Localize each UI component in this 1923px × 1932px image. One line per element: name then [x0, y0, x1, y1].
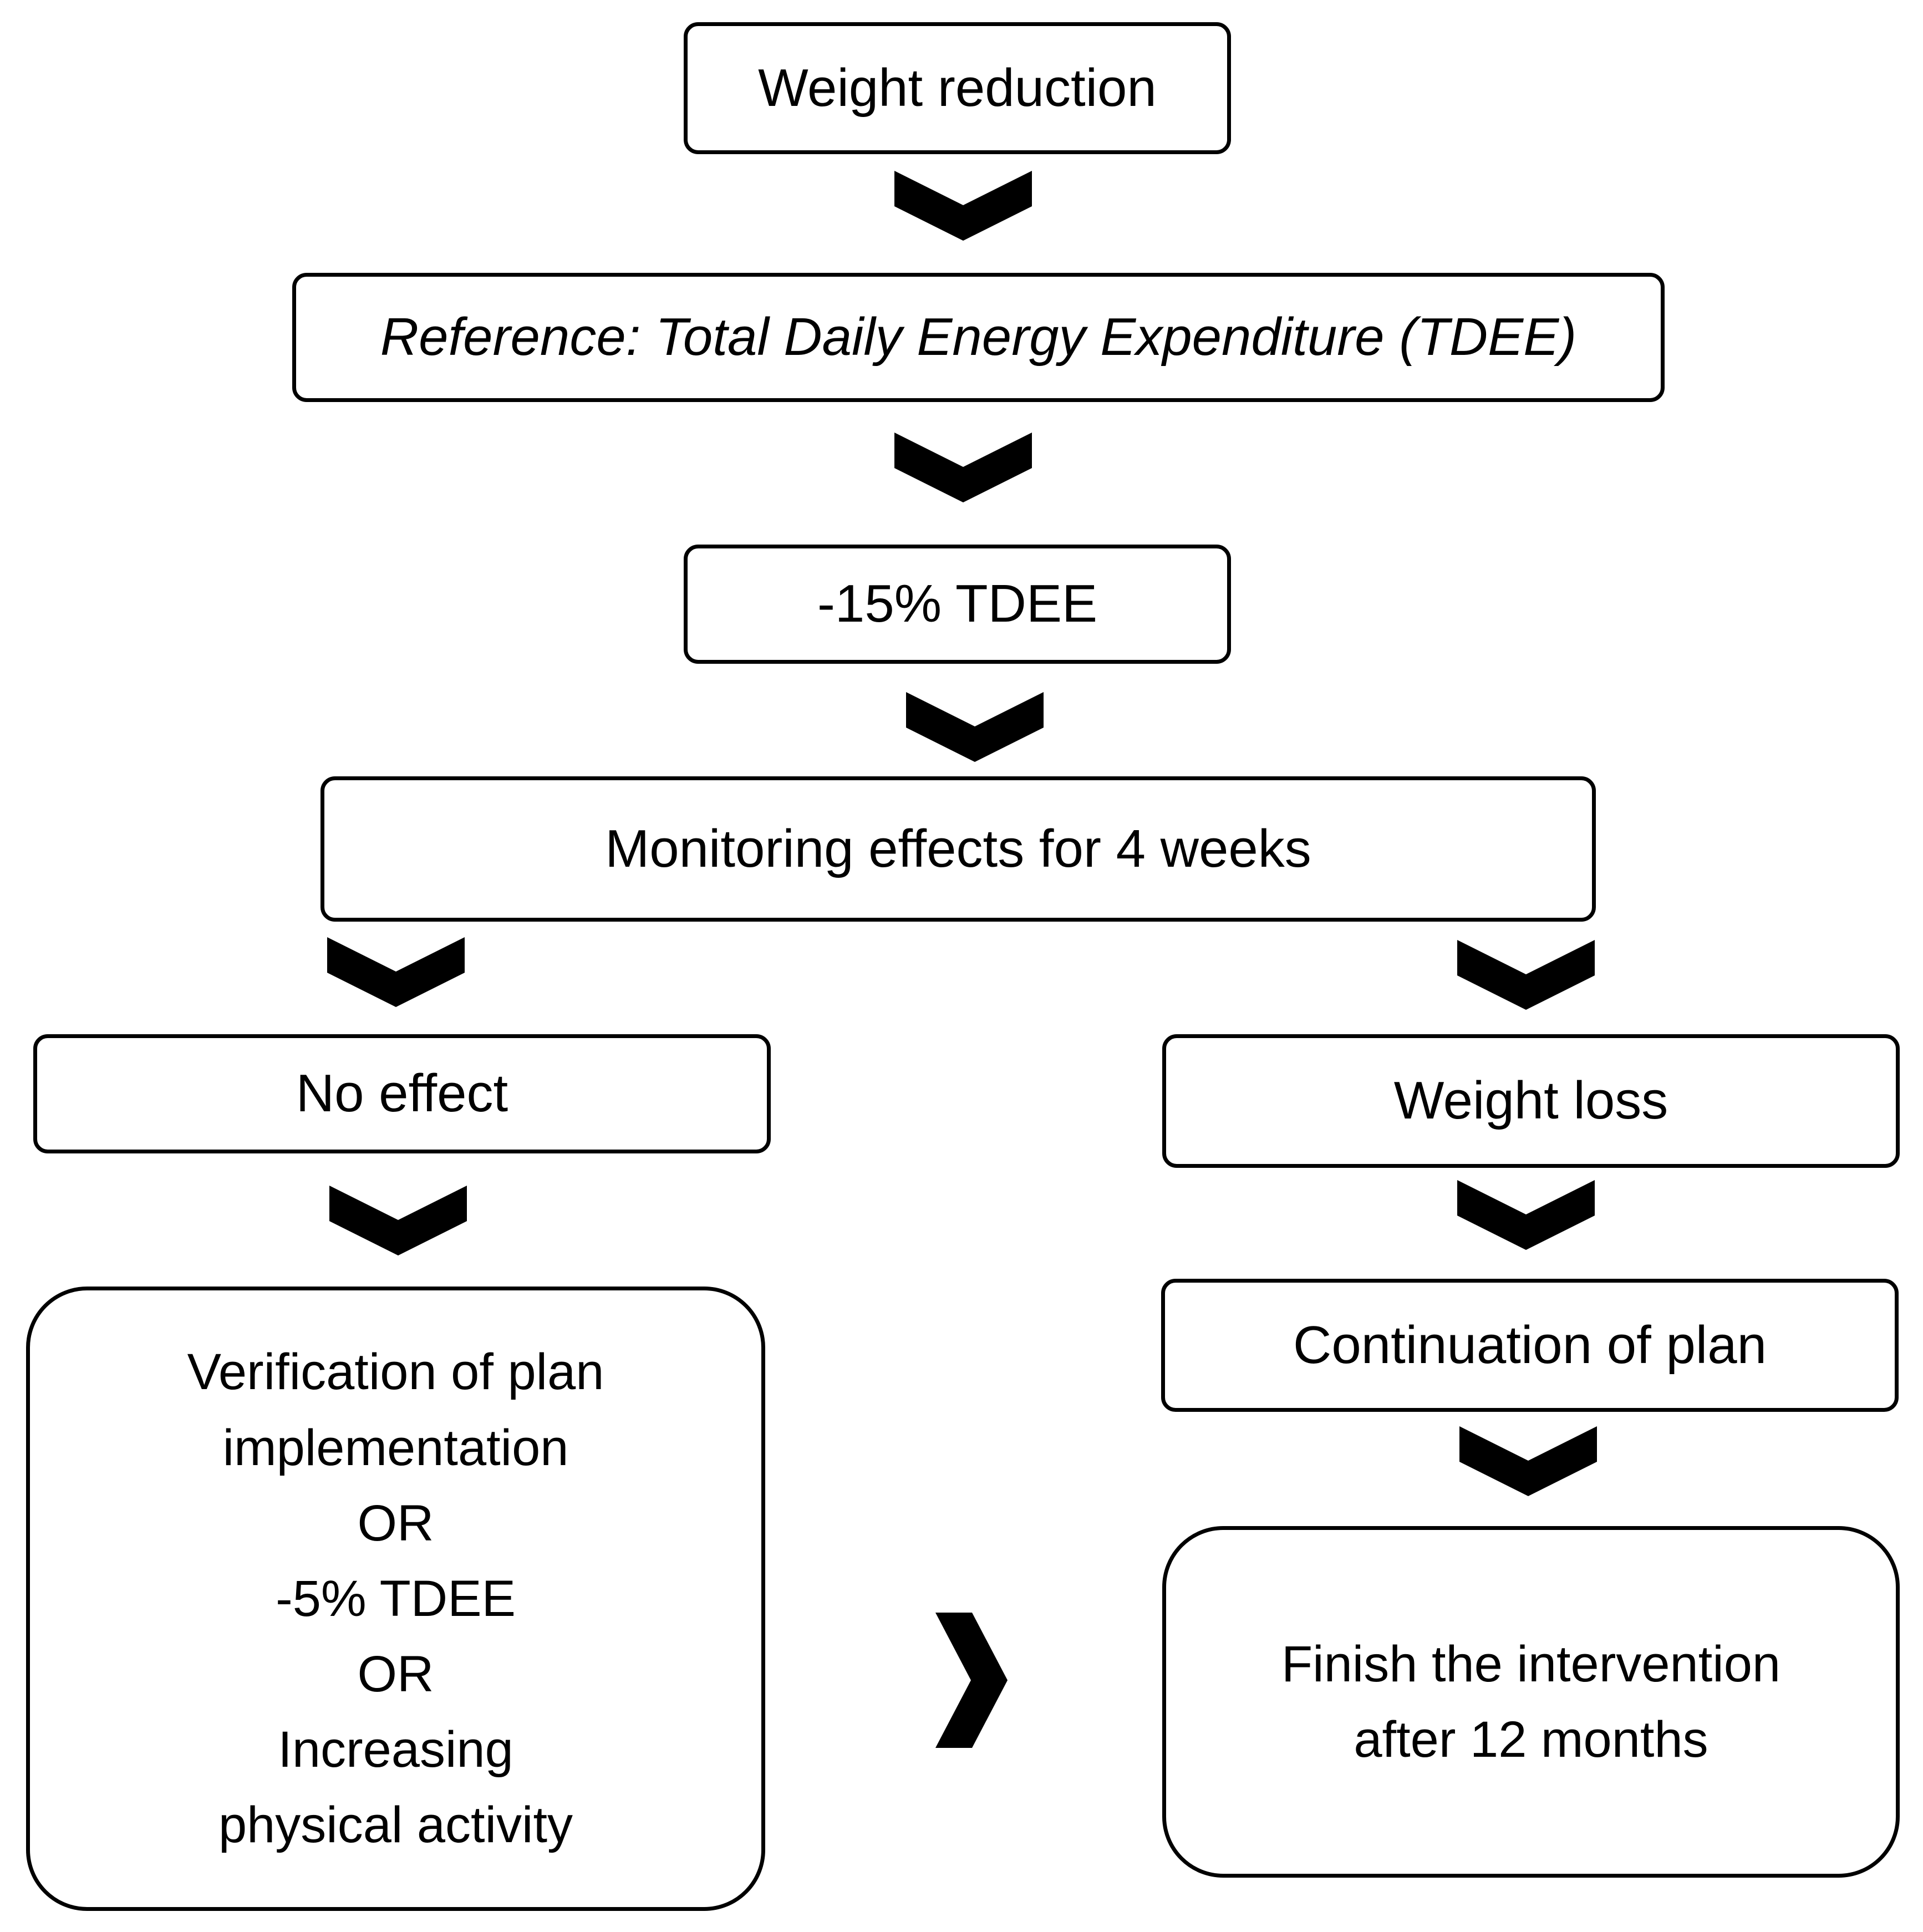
verification-line-4: -5% TDEE [276, 1570, 516, 1627]
chevron-down-icon [329, 1186, 467, 1255]
verification-line-1: Verification of plan [187, 1344, 604, 1401]
reference-tdee-label: Reference: Total Daily Energy Expenditur… [380, 307, 1577, 367]
weight-reduction-label: Weight reduction [758, 58, 1157, 118]
weight-loss-box: Weight loss [1162, 1034, 1900, 1168]
chevron-right-icon [935, 1613, 1008, 1748]
monitoring-box: Monitoring effects for 4 weeks [320, 776, 1596, 922]
finish-box: Finish the intervention after 12 months [1162, 1526, 1900, 1878]
finish-line-2: after 12 months [1354, 1711, 1708, 1768]
continuation-label: Continuation of plan [1293, 1315, 1767, 1375]
weight-reduction-box: Weight reduction [684, 22, 1231, 154]
verification-line-2: implementation [222, 1419, 569, 1476]
chevron-down-icon [1457, 940, 1595, 1010]
verification-line-5: OR [357, 1646, 434, 1703]
no-effect-box: No effect [33, 1034, 771, 1153]
verification-box: Verification of plan implementation OR -… [26, 1287, 765, 1911]
continuation-box: Continuation of plan [1161, 1279, 1899, 1412]
chevron-down-icon [894, 171, 1032, 241]
minus-15-tdee-label: -15% TDEE [817, 574, 1098, 634]
reference-tdee-box: Reference: Total Daily Energy Expenditur… [292, 273, 1665, 402]
no-effect-label: No effect [296, 1064, 508, 1123]
chevron-down-icon [1459, 1426, 1597, 1496]
verification-line-3: OR [357, 1494, 434, 1552]
chevron-down-icon [906, 692, 1044, 762]
verification-line-7: physical activity [218, 1797, 573, 1854]
chevron-down-icon [327, 937, 465, 1007]
chevron-down-icon [894, 433, 1032, 502]
weight-loss-label: Weight loss [1393, 1071, 1668, 1131]
chevron-down-icon [1457, 1180, 1595, 1250]
finish-text: Finish the intervention after 12 months [1281, 1626, 1780, 1777]
verification-line-6: Increasing [278, 1721, 513, 1778]
monitoring-label: Monitoring effects for 4 weeks [605, 818, 1311, 878]
verification-text: Verification of plan implementation OR -… [187, 1334, 604, 1863]
finish-line-1: Finish the intervention [1281, 1635, 1781, 1692]
minus-15-tdee-box: -15% TDEE [684, 545, 1231, 664]
